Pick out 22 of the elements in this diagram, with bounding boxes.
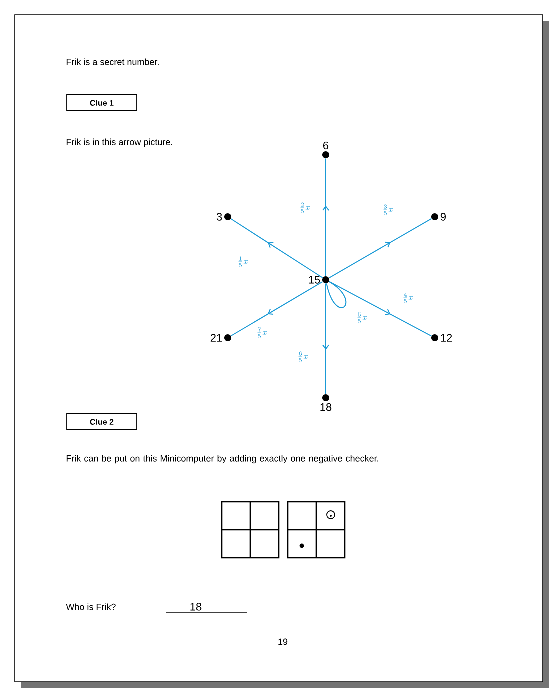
- edge-label: $\frac{6}{5}x$: [297, 351, 309, 363]
- node-label: 6: [324, 142, 329, 150]
- edge-label: $\frac{7}{5}x$: [256, 327, 268, 339]
- page-number: 19: [278, 638, 288, 646]
- edge-label: $\frac{5}{5}x$: [356, 312, 368, 324]
- node-label: 18: [320, 403, 332, 412]
- sentence: Frik can be put on this Minicomputer by adding exactly one negative checker.: [66, 455, 378, 464]
- node-label: 9: [440, 213, 446, 221]
- sentence: Frik is in this arrow picture.: [66, 138, 172, 148]
- edge-label: $\frac{4}{5}x$: [402, 292, 414, 304]
- edge-label: $\frac{2}{5}x$: [299, 202, 311, 214]
- clue-box: Clue 2: [66, 414, 138, 430]
- edge-label: $\frac{3}{5}x$: [382, 204, 394, 216]
- sentence: Frik is a secret number.: [66, 58, 159, 66]
- question: Who is Frik?: [66, 604, 116, 610]
- edge-label: $\frac{1}{5}x$: [237, 256, 249, 268]
- node-label: 21: [210, 334, 222, 342]
- node-label: 12: [441, 334, 452, 342]
- node-label: 15: [309, 276, 320, 284]
- answer: 18: [190, 603, 202, 611]
- clue-box: Clue 1: [66, 94, 138, 112]
- node-label: 3: [216, 213, 222, 221]
